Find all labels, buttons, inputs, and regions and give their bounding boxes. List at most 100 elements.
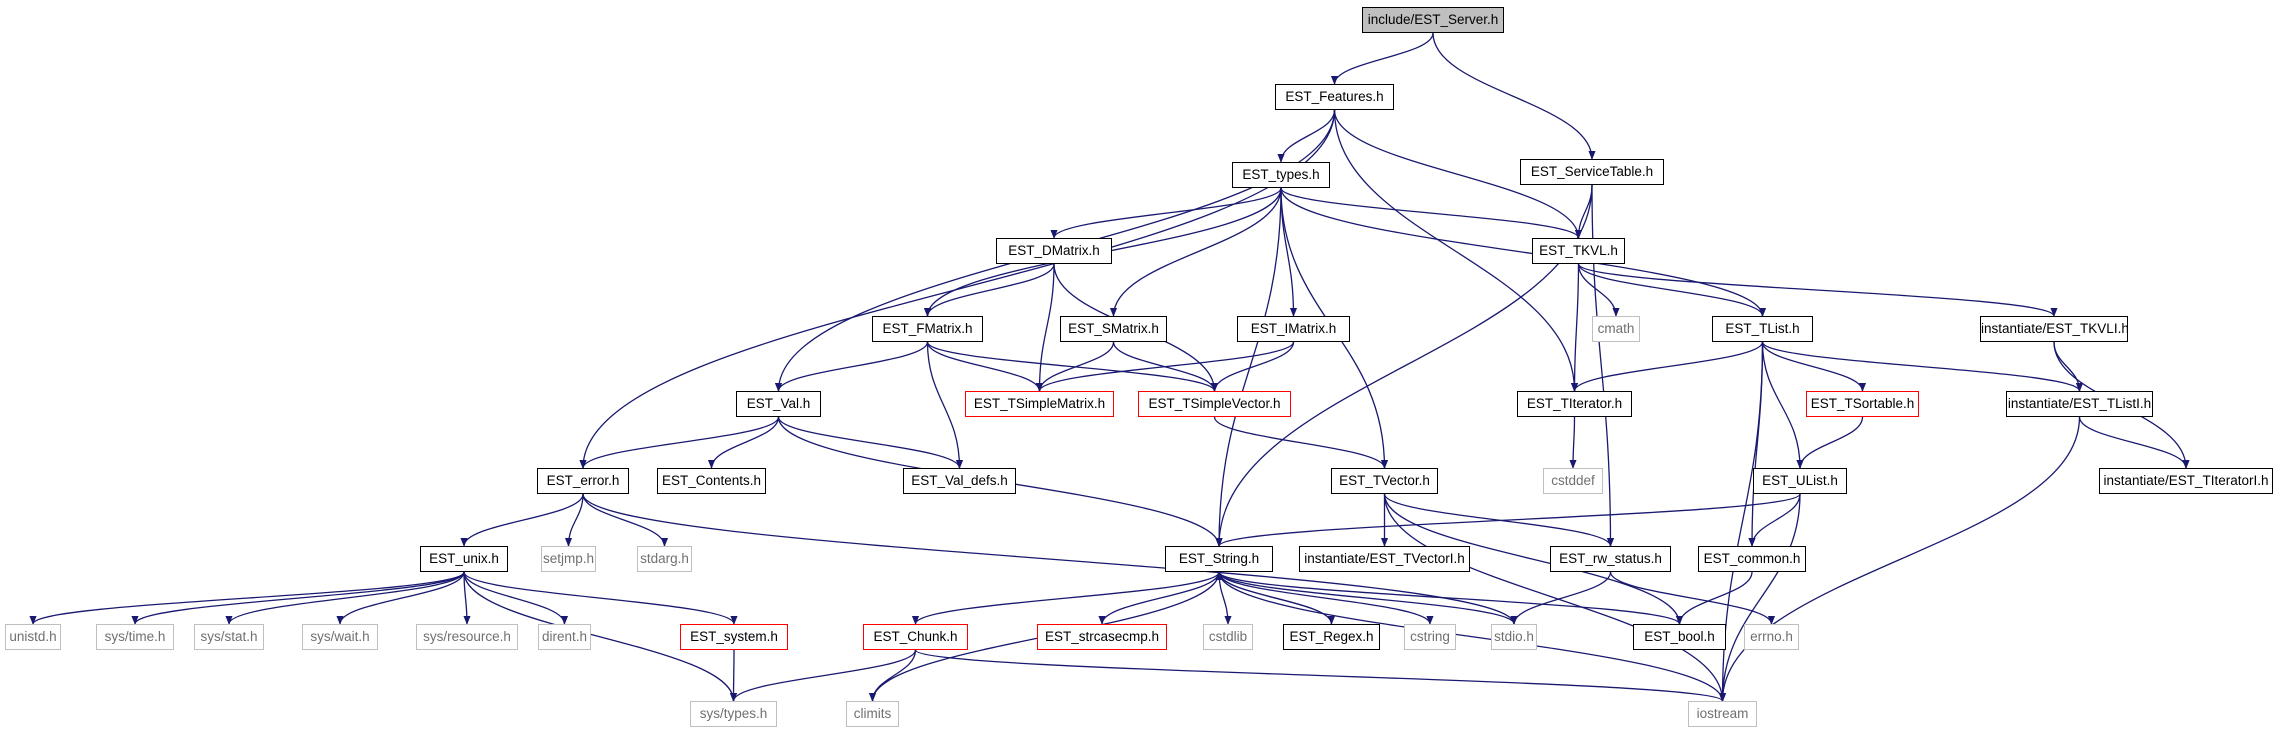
node-val[interactable]: EST_Val.h — [736, 391, 821, 417]
node-tlist[interactable]: EST_TList.h — [1712, 316, 1813, 342]
node-titerator[interactable]: EST_TIterator.h — [1517, 391, 1632, 417]
node-regex[interactable]: EST_Regex.h — [1283, 624, 1380, 650]
node-dmatrix[interactable]: EST_DMatrix.h — [996, 238, 1112, 264]
edge-system-to-systypes — [729, 649, 738, 702]
node-strcasecmp[interactable]: EST_strcasecmp.h — [1037, 624, 1167, 650]
edge-error-to-stdio — [582, 493, 1518, 625]
edge-tvector-to-rwstatus — [1383, 493, 1615, 547]
edge-types-to-string — [1215, 187, 1282, 547]
node-syswait: sys/wait.h — [302, 624, 378, 650]
edge-string-to-stdio — [1218, 571, 1518, 625]
node-itkvli[interactable]: instantiate/EST_TKVLI.h — [1980, 316, 2129, 342]
edge-tvector-to-iostream — [1383, 493, 1727, 702]
edge-dmatrix-to-tsimplematrix — [1035, 263, 1055, 392]
edge-tkvl-to-titerator — [1570, 263, 1580, 392]
node-smatrix[interactable]: EST_SMatrix.h — [1060, 316, 1167, 342]
edge-tkvl-to-cmath — [1577, 263, 1620, 317]
node-valdefs[interactable]: EST_Val_defs.h — [903, 468, 1016, 494]
edge-fmatrix-to-valdefs — [926, 341, 964, 469]
node-types[interactable]: EST_types.h — [1232, 162, 1330, 188]
node-ulist[interactable]: EST_UList.h — [1753, 468, 1847, 494]
edge-types-to-tlist — [1280, 187, 1767, 317]
node-stdarg: stdarg.h — [637, 546, 692, 572]
node-itlisti[interactable]: instantiate/EST_TListI.h — [2006, 391, 2153, 417]
node-fmatrix[interactable]: EST_FMatrix.h — [872, 316, 983, 342]
edge-rwstatus-to-errno — [1609, 571, 1776, 625]
edge-chunk-to-systypes — [729, 649, 917, 702]
edge-fmatrix-to-tsimplematrix — [926, 341, 1044, 392]
node-bool[interactable]: EST_bool.h — [1633, 624, 1726, 650]
edge-unix-to-system — [463, 571, 738, 625]
edge-tlist-to-ulist — [1761, 341, 1804, 469]
node-string[interactable]: EST_String.h — [1165, 546, 1273, 572]
edge-unix-to-sysresource — [463, 571, 471, 625]
edge-tkvl-to-tlist — [1577, 263, 1767, 317]
edge-unix-to-systime — [131, 571, 465, 625]
edge-server-to-features — [1330, 32, 1434, 85]
edge-itlisti-to-iiteratori — [2078, 416, 2190, 469]
node-sysstat: sys/stat.h — [194, 624, 264, 650]
node-tsimplematrix[interactable]: EST_TSimpleMatrix.h — [965, 391, 1114, 417]
node-error[interactable]: EST_error.h — [537, 468, 629, 494]
edge-unix-to-systypes — [463, 571, 738, 702]
edge-regex-to-string — [1215, 571, 1333, 625]
node-chunk[interactable]: EST_Chunk.h — [863, 624, 968, 650]
edge-chunk-to-climits — [868, 649, 917, 702]
edge-error-to-unix — [460, 493, 584, 547]
edge-unix-to-unistd — [29, 571, 465, 625]
edge-val-to-contents — [707, 416, 780, 469]
edge-tlist-to-tsortable — [1761, 341, 1867, 392]
node-unix[interactable]: EST_unix.h — [420, 546, 508, 572]
edge-servicetable-to-tkvl — [1574, 184, 1593, 239]
edge-fmatrix-to-tsimplevector — [926, 341, 1218, 392]
edge-val-to-error — [579, 416, 780, 469]
node-servicetable[interactable]: EST_ServiceTable.h — [1520, 159, 1664, 185]
edge-unix-to-syswait — [336, 571, 465, 625]
edge-tvector-to-bool — [1383, 493, 1684, 625]
edge-string-to-iostream — [1218, 571, 1727, 702]
node-iiteratori[interactable]: instantiate/EST_TIteratorI.h — [2099, 468, 2273, 494]
edge-tlist-to-common — [1748, 341, 1764, 547]
node-tvector[interactable]: EST_TVector.h — [1331, 468, 1438, 494]
node-systime: sys/time.h — [96, 624, 174, 650]
node-cstring: cstring — [1404, 624, 1456, 650]
node-tsortable[interactable]: EST_TSortable.h — [1806, 391, 1919, 417]
node-imatrix[interactable]: EST_IMatrix.h — [1237, 316, 1350, 342]
edge-ulist-to-string — [1215, 493, 1801, 547]
node-cstdlib: cstdlib — [1203, 624, 1253, 650]
edge-features-to-types — [1277, 109, 1336, 163]
edge-tsortable-to-ulist — [1796, 416, 1864, 469]
edge-fmatrix-to-val — [774, 341, 929, 392]
node-climits: climits — [846, 701, 899, 727]
node-tkvl[interactable]: EST_TKVL.h — [1532, 238, 1625, 264]
node-rwstatus[interactable]: EST_rw_status.h — [1550, 546, 1671, 572]
node-sysresource: sys/resource.h — [416, 624, 518, 650]
node-dirent: dirent.h — [538, 624, 591, 650]
node-system[interactable]: EST_system.h — [680, 624, 788, 650]
node-unistd: unistd.h — [5, 624, 61, 650]
edge-dmatrix-to-fmatrix — [923, 263, 1055, 317]
edge-rwstatus-to-stdio — [1510, 571, 1612, 625]
node-features[interactable]: EST_Features.h — [1275, 84, 1394, 110]
node-systypes: sys/types.h — [690, 701, 777, 727]
edge-string-to-chunk — [912, 571, 1220, 625]
edge-titerator-to-cstddef — [1569, 416, 1577, 469]
node-server[interactable]: include/EST_Server.h — [1362, 7, 1504, 33]
edge-types-to-dmatrix — [1050, 187, 1282, 239]
node-common[interactable]: EST_common.h — [1698, 546, 1806, 572]
edge-server-to-servicetable — [1432, 32, 1596, 160]
edge-error-to-setjmp — [564, 493, 584, 547]
node-setjmp: setjmp.h — [541, 546, 596, 572]
edge-imatrix-to-tsimplematrix — [1035, 341, 1295, 392]
edge-features-to-tkvl — [1333, 109, 1583, 239]
edge-tsimplevector-to-tvector — [1213, 416, 1389, 469]
node-tsimplevector[interactable]: EST_TSimpleVector.h — [1138, 391, 1291, 417]
edge-error-to-stdarg — [582, 493, 669, 547]
edge-itlisti-to-iostream — [1718, 416, 2081, 702]
edge-ulist-to-common — [1748, 493, 1801, 547]
edge-tkvl-to-itkvli — [1577, 263, 2058, 317]
node-contents[interactable]: EST_Contents.h — [657, 468, 766, 494]
edge-ulist-to-iostream — [1718, 493, 1801, 702]
node-itvectori[interactable]: instantiate/EST_TVectorI.h — [1299, 546, 1470, 572]
